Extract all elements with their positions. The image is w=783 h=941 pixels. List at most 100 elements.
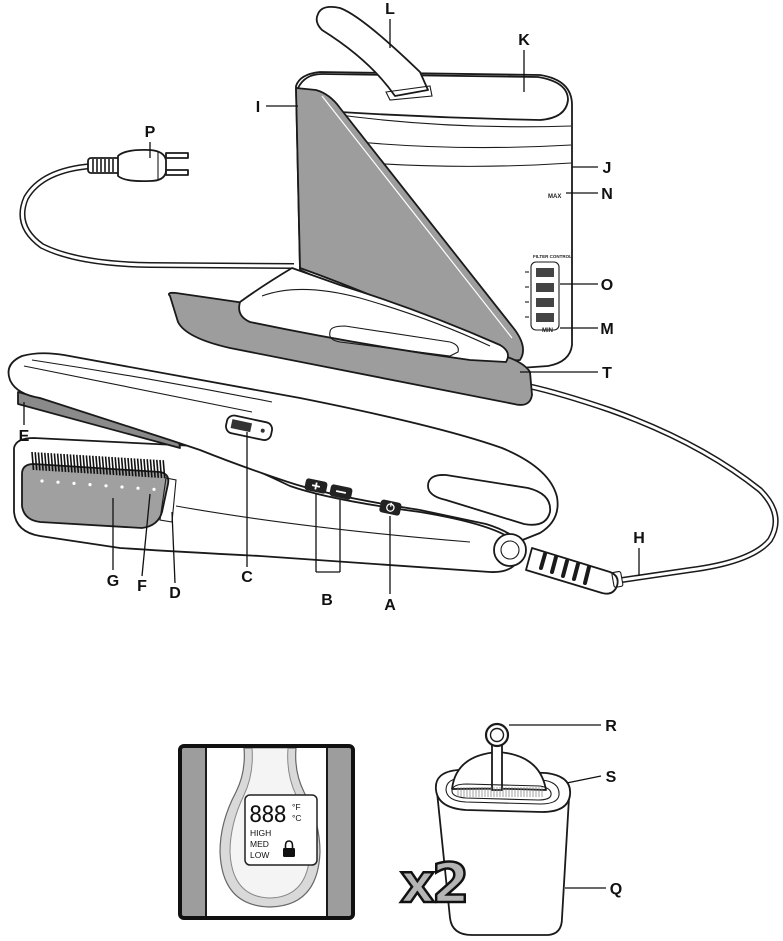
label-j: J	[603, 160, 612, 177]
comb-tooth	[156, 459, 160, 478]
comb-tooth	[114, 457, 118, 476]
comb-tooth	[82, 455, 86, 474]
comb-tooth	[95, 455, 99, 475]
temp-minus-button	[329, 484, 353, 500]
label-a: A	[384, 597, 396, 614]
comb-tooth	[117, 457, 121, 476]
label-n: N	[601, 186, 613, 203]
comb-tooth	[34, 452, 38, 471]
comb-tooth	[69, 454, 73, 473]
lcd-level-high: HIGH	[250, 828, 271, 838]
cartridge-stem	[491, 743, 503, 791]
plate-dot	[72, 481, 76, 485]
lcd-screen: 888 °F °C HIGH MED LOW	[244, 794, 318, 866]
plate-dot	[56, 480, 60, 484]
label-f: F	[137, 578, 147, 595]
comb-tooth	[149, 459, 153, 478]
comb-tooth	[124, 457, 128, 476]
comb-tooth	[53, 453, 57, 472]
comb-tooth	[159, 459, 163, 479]
comb-tooth	[104, 456, 108, 475]
label-p: P	[145, 124, 156, 141]
comb-teeth	[31, 451, 166, 479]
label-o: O	[601, 277, 613, 294]
cartridge-pull-ring	[484, 722, 510, 748]
comb-tooth	[63, 453, 67, 473]
cradle-slot	[329, 325, 459, 357]
plug-body	[117, 148, 167, 183]
comb-tooth	[31, 451, 35, 471]
handle-finger-loop	[427, 474, 551, 526]
comb-tooth	[60, 453, 64, 472]
plus-icon	[311, 482, 321, 490]
comb-tooth	[127, 457, 131, 477]
tank-lid	[297, 73, 569, 121]
comb-plate-dots	[40, 479, 156, 491]
label-c: C	[241, 569, 253, 586]
lcd-level-med: MED	[250, 839, 269, 849]
lid-handle	[315, 5, 429, 97]
plate-dot	[136, 486, 140, 490]
comb-tooth	[136, 458, 140, 477]
max-level-mark: MAX	[548, 194, 561, 200]
plug-prong-top	[165, 152, 189, 159]
comb-tooth	[140, 458, 144, 477]
label-h: H	[633, 530, 645, 547]
comb-tooth	[101, 456, 105, 475]
comb-tooth	[88, 455, 92, 474]
comb-tooth	[72, 454, 76, 473]
plate-dot	[152, 487, 156, 491]
filter-quantity: x2	[400, 852, 466, 915]
cord-connector	[525, 547, 624, 595]
filter-cartridge	[435, 722, 571, 936]
steam-tank: MAX FILTER CONTROL MIN	[167, 5, 573, 406]
comb-tooth	[79, 454, 83, 474]
comb-tooth	[85, 455, 89, 474]
comb-tooth	[143, 458, 147, 478]
label-d: D	[169, 585, 181, 602]
comb-tooth	[50, 453, 54, 472]
filter-control-caption: FILTER CONTROL	[533, 254, 572, 259]
comb-tooth	[162, 460, 166, 479]
comb-tooth	[47, 452, 51, 472]
inset-left-side	[182, 748, 206, 916]
hair-straightener	[7, 352, 624, 595]
power-plug	[87, 148, 189, 183]
label-m: M	[600, 321, 613, 338]
plate-dot	[40, 479, 44, 483]
power-cord-to-plug	[19, 163, 295, 269]
cartridge-filter-mesh	[451, 783, 552, 801]
comb-tooth	[40, 452, 44, 471]
comb-tooth	[111, 456, 115, 476]
label-r: R	[605, 718, 617, 735]
comb-tooth	[133, 458, 137, 477]
connecting-cord	[527, 383, 779, 583]
comb-tooth	[120, 457, 124, 476]
label-i: I	[256, 99, 260, 116]
display-closeup-inset: 888 °F °C HIGH MED LOW	[178, 744, 355, 920]
comb-tooth	[76, 454, 80, 473]
callout-labels: L K I P J N O M T E C H G F D B A R S Q	[19, 1, 645, 898]
label-g: G	[107, 573, 119, 590]
plug-prong-bottom	[165, 169, 189, 176]
comb-tooth	[98, 456, 102, 475]
comb-tooth	[56, 453, 60, 472]
comb-tooth	[37, 452, 41, 471]
label-t: T	[602, 365, 612, 382]
power-button	[379, 499, 402, 516]
minus-icon	[335, 490, 347, 494]
comb-tooth	[130, 458, 134, 477]
plate-dot	[104, 484, 108, 488]
min-level-mark: MIN	[542, 328, 553, 334]
filter-mesh-hatch	[457, 787, 543, 797]
lcd-level-low: LOW	[250, 850, 269, 860]
filter-control-window	[525, 261, 560, 331]
leader-lines	[23, 19, 640, 889]
label-b: B	[321, 592, 333, 609]
comb-tooth	[44, 452, 48, 471]
comb-tooth	[108, 456, 112, 475]
inset-right-side	[327, 748, 351, 916]
temp-plus-button	[304, 478, 328, 494]
temperature-display	[225, 414, 273, 441]
